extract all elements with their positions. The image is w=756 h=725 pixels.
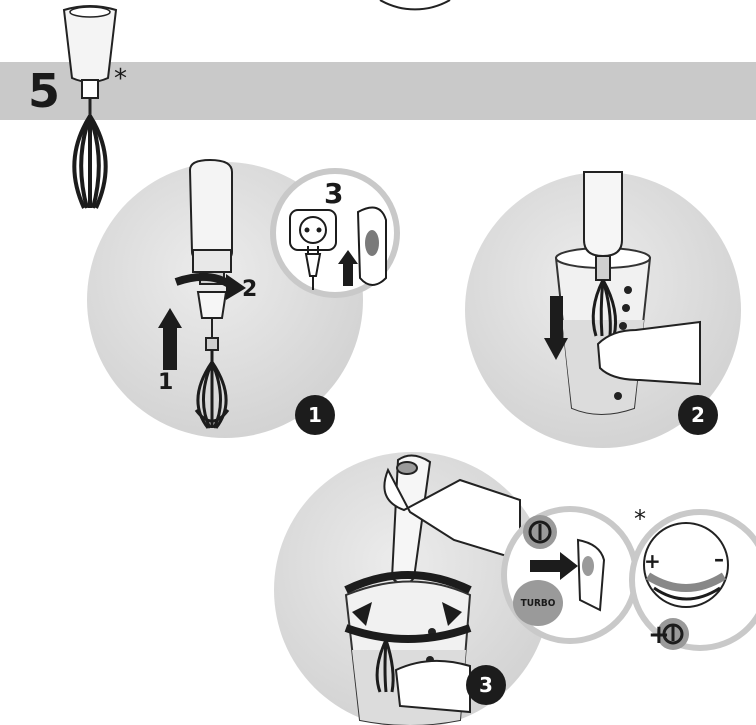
speed-minus-label: – [714, 547, 724, 571]
optional-accessory-asterisk: * [114, 64, 127, 94]
hand-blender-motor-unit [190, 160, 232, 284]
turbo-button-label: TURBO [513, 580, 563, 626]
speed-plus-label: + [644, 549, 661, 573]
step-label-1: 1 [158, 370, 173, 395]
inset-label-3: 3 [324, 177, 343, 210]
inset-asterisk: * [634, 505, 646, 533]
prev-step-circle-edge [380, 0, 450, 9]
step-label-2: 2 [242, 277, 257, 302]
hand-icon-panel-3 [396, 661, 470, 712]
panel-badge-2: 2 [678, 395, 718, 435]
power-plus-label: + [648, 620, 670, 650]
panel-badge-1: 1 [295, 395, 335, 435]
step-number: 5 [28, 66, 60, 116]
panel-badge-3: 3 [466, 665, 506, 705]
